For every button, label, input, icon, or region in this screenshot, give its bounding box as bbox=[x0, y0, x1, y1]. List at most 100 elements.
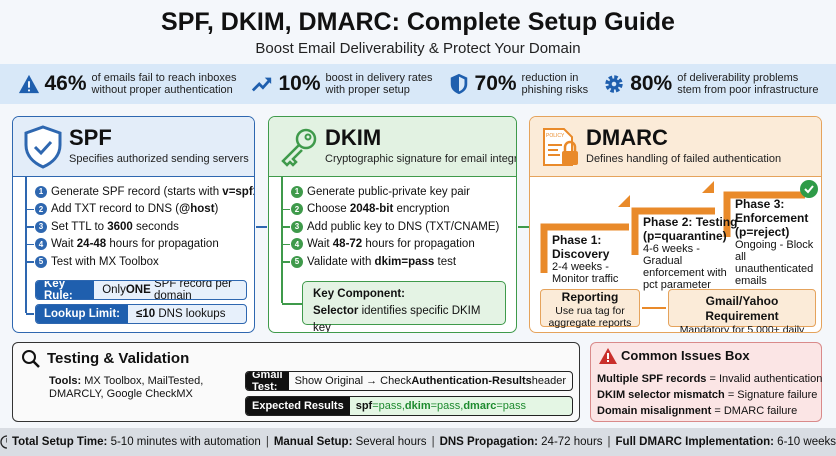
step-item: 4 Wait 24-48 hours for propagation bbox=[35, 236, 254, 254]
arrow bbox=[26, 243, 34, 245]
text: Validate with bbox=[307, 255, 375, 268]
text-bold: 24-48 bbox=[76, 238, 107, 251]
text-bold: Total Setup Time: bbox=[11, 436, 108, 448]
text-bold: v=spf1 bbox=[222, 185, 254, 198]
arrow bbox=[282, 226, 290, 228]
stat-value: 70% bbox=[474, 72, 517, 95]
check-circle-icon bbox=[800, 180, 818, 198]
step-text: Add public key to DNS (TXT/CNAME) bbox=[307, 221, 499, 233]
footer-item: Manual Setup: Several hours bbox=[274, 436, 427, 448]
divider: | bbox=[265, 436, 269, 448]
key-rule: Key Rule:Only ONE SPF record per domain bbox=[35, 280, 247, 300]
step-number: 1 bbox=[35, 185, 47, 198]
step-item: 1 Generate SPF record (starts with v=spf1… bbox=[35, 183, 254, 201]
step-text: Wait 24-48 hours for propagation bbox=[51, 238, 219, 250]
text: hours for propagation bbox=[362, 238, 475, 251]
issue-item: DKIM selector mismatch = Signature failu… bbox=[597, 387, 822, 403]
stat-text: reduction in bbox=[521, 72, 579, 84]
common-issues-box: Common Issues Box Multiple SPF records =… bbox=[590, 342, 822, 422]
testing-box: Testing & Validation Tools: MX Toolbox, … bbox=[12, 342, 580, 422]
phase-staircase bbox=[540, 181, 805, 273]
text: spf bbox=[355, 400, 373, 412]
arrow bbox=[282, 208, 290, 210]
text-bold: Full DMARC Implementation: bbox=[615, 436, 774, 448]
step-number: 4 bbox=[35, 238, 47, 251]
arrow bbox=[282, 243, 290, 245]
stat-value: 10% bbox=[278, 72, 321, 95]
clock-icon bbox=[0, 435, 7, 449]
tools-text: MX Toolbox, MailTested, DMARCLY, Google … bbox=[49, 375, 204, 400]
arrow bbox=[282, 261, 290, 263]
text: encryption bbox=[393, 203, 450, 216]
phase-title: Phase 1: bbox=[552, 233, 602, 247]
phase-title: Phase 2: Testing bbox=[643, 215, 738, 229]
text: SPF record per domain bbox=[153, 280, 232, 300]
warning-icon bbox=[18, 74, 39, 94]
step-text: Generate SPF record (starts with v=spf1) bbox=[51, 185, 254, 198]
text: Generate public-private key pair bbox=[307, 185, 470, 198]
text-bold: DKIM selector mismatch bbox=[597, 389, 725, 401]
text-bold: Domain misalignment bbox=[597, 405, 712, 417]
text-bold: ONE bbox=[125, 284, 151, 296]
text-bold: @host bbox=[179, 203, 215, 216]
gear-icon bbox=[605, 75, 623, 93]
step-text: Validate with dkim=pass test bbox=[307, 256, 456, 268]
text: Several hours bbox=[352, 436, 427, 448]
text: ) bbox=[214, 203, 219, 216]
text-bold: 3600 bbox=[107, 220, 133, 233]
footer-item: DNS Propagation: 24-72 hours bbox=[440, 436, 603, 448]
lookup-limit: Lookup Limit:≤10 DNS lookups bbox=[35, 304, 247, 324]
phase-3: Phase 3:Enforcement (p=reject)Ongoing - … bbox=[735, 197, 820, 287]
step-text: Wait 48-72 hours for propagation bbox=[307, 238, 475, 250]
text: dmarc bbox=[463, 400, 497, 412]
phase-title: Discovery bbox=[552, 247, 610, 261]
text: Wait bbox=[51, 238, 77, 251]
text-bold: ≤10 bbox=[136, 308, 156, 320]
divider: | bbox=[607, 436, 611, 448]
stat-text: with proper setup bbox=[325, 84, 410, 96]
text-bold: Selector bbox=[313, 305, 359, 317]
text: = Invalid authentication bbox=[706, 373, 823, 385]
phase-2: Phase 2: Testing(p=quarantine)4-6 weeks … bbox=[643, 215, 738, 291]
requirement-text: Mandatory for 5,000+ daily emails bbox=[679, 324, 805, 333]
arrow bbox=[282, 303, 302, 305]
spf-steps: 1 Generate SPF record (starts with v=spf1… bbox=[35, 183, 254, 271]
stat-text: of deliverability problems bbox=[677, 72, 799, 84]
phase-title: Enforcement (p=reject) bbox=[735, 211, 809, 239]
step-number: 5 bbox=[291, 255, 303, 268]
gmail-test: Gmail Test:Show Original → Check Authent… bbox=[245, 371, 573, 391]
page-title: SPF, DKIM, DMARC: Complete Setup Guide bbox=[161, 8, 675, 36]
issues-list: Multiple SPF records = Invalid authentic… bbox=[597, 371, 822, 419]
step-text: Set TTL to 3600 seconds bbox=[51, 221, 179, 233]
text: dkim bbox=[404, 400, 431, 412]
stat-value: 80% bbox=[630, 72, 673, 95]
dmarc-title: DMARC bbox=[586, 125, 668, 150]
lookup-limit-label: Lookup Limit: bbox=[36, 305, 129, 323]
text: 5-10 minutes with automation bbox=[107, 436, 261, 448]
issue-item: Multiple SPF records = Invalid authentic… bbox=[597, 371, 822, 387]
spf-panel: SPF Specifies authorized sending servers… bbox=[12, 116, 255, 333]
trend-up-icon bbox=[252, 77, 272, 92]
dmarc-description: Defines handling of failed authenticatio… bbox=[586, 153, 782, 165]
text: Add TXT record to DNS ( bbox=[51, 203, 180, 216]
arrow bbox=[26, 313, 34, 315]
issue-item: Domain misalignment = DMARC failure bbox=[597, 403, 822, 419]
text: test bbox=[434, 255, 457, 268]
arrow bbox=[642, 307, 666, 309]
dkim-header: DKIM Cryptographic signature for email i… bbox=[269, 117, 516, 177]
text: seconds bbox=[132, 220, 179, 233]
stat-value: 46% bbox=[44, 72, 87, 95]
footer-item: Total Setup Time: 5-10 minutes with auto… bbox=[12, 436, 261, 448]
key-rule-label: Key Rule: bbox=[36, 281, 95, 299]
key-icon bbox=[281, 128, 317, 167]
arrow-spf-dkim bbox=[256, 226, 267, 228]
phase-text: Ongoing - Block all unauthenticated emai… bbox=[735, 239, 814, 287]
